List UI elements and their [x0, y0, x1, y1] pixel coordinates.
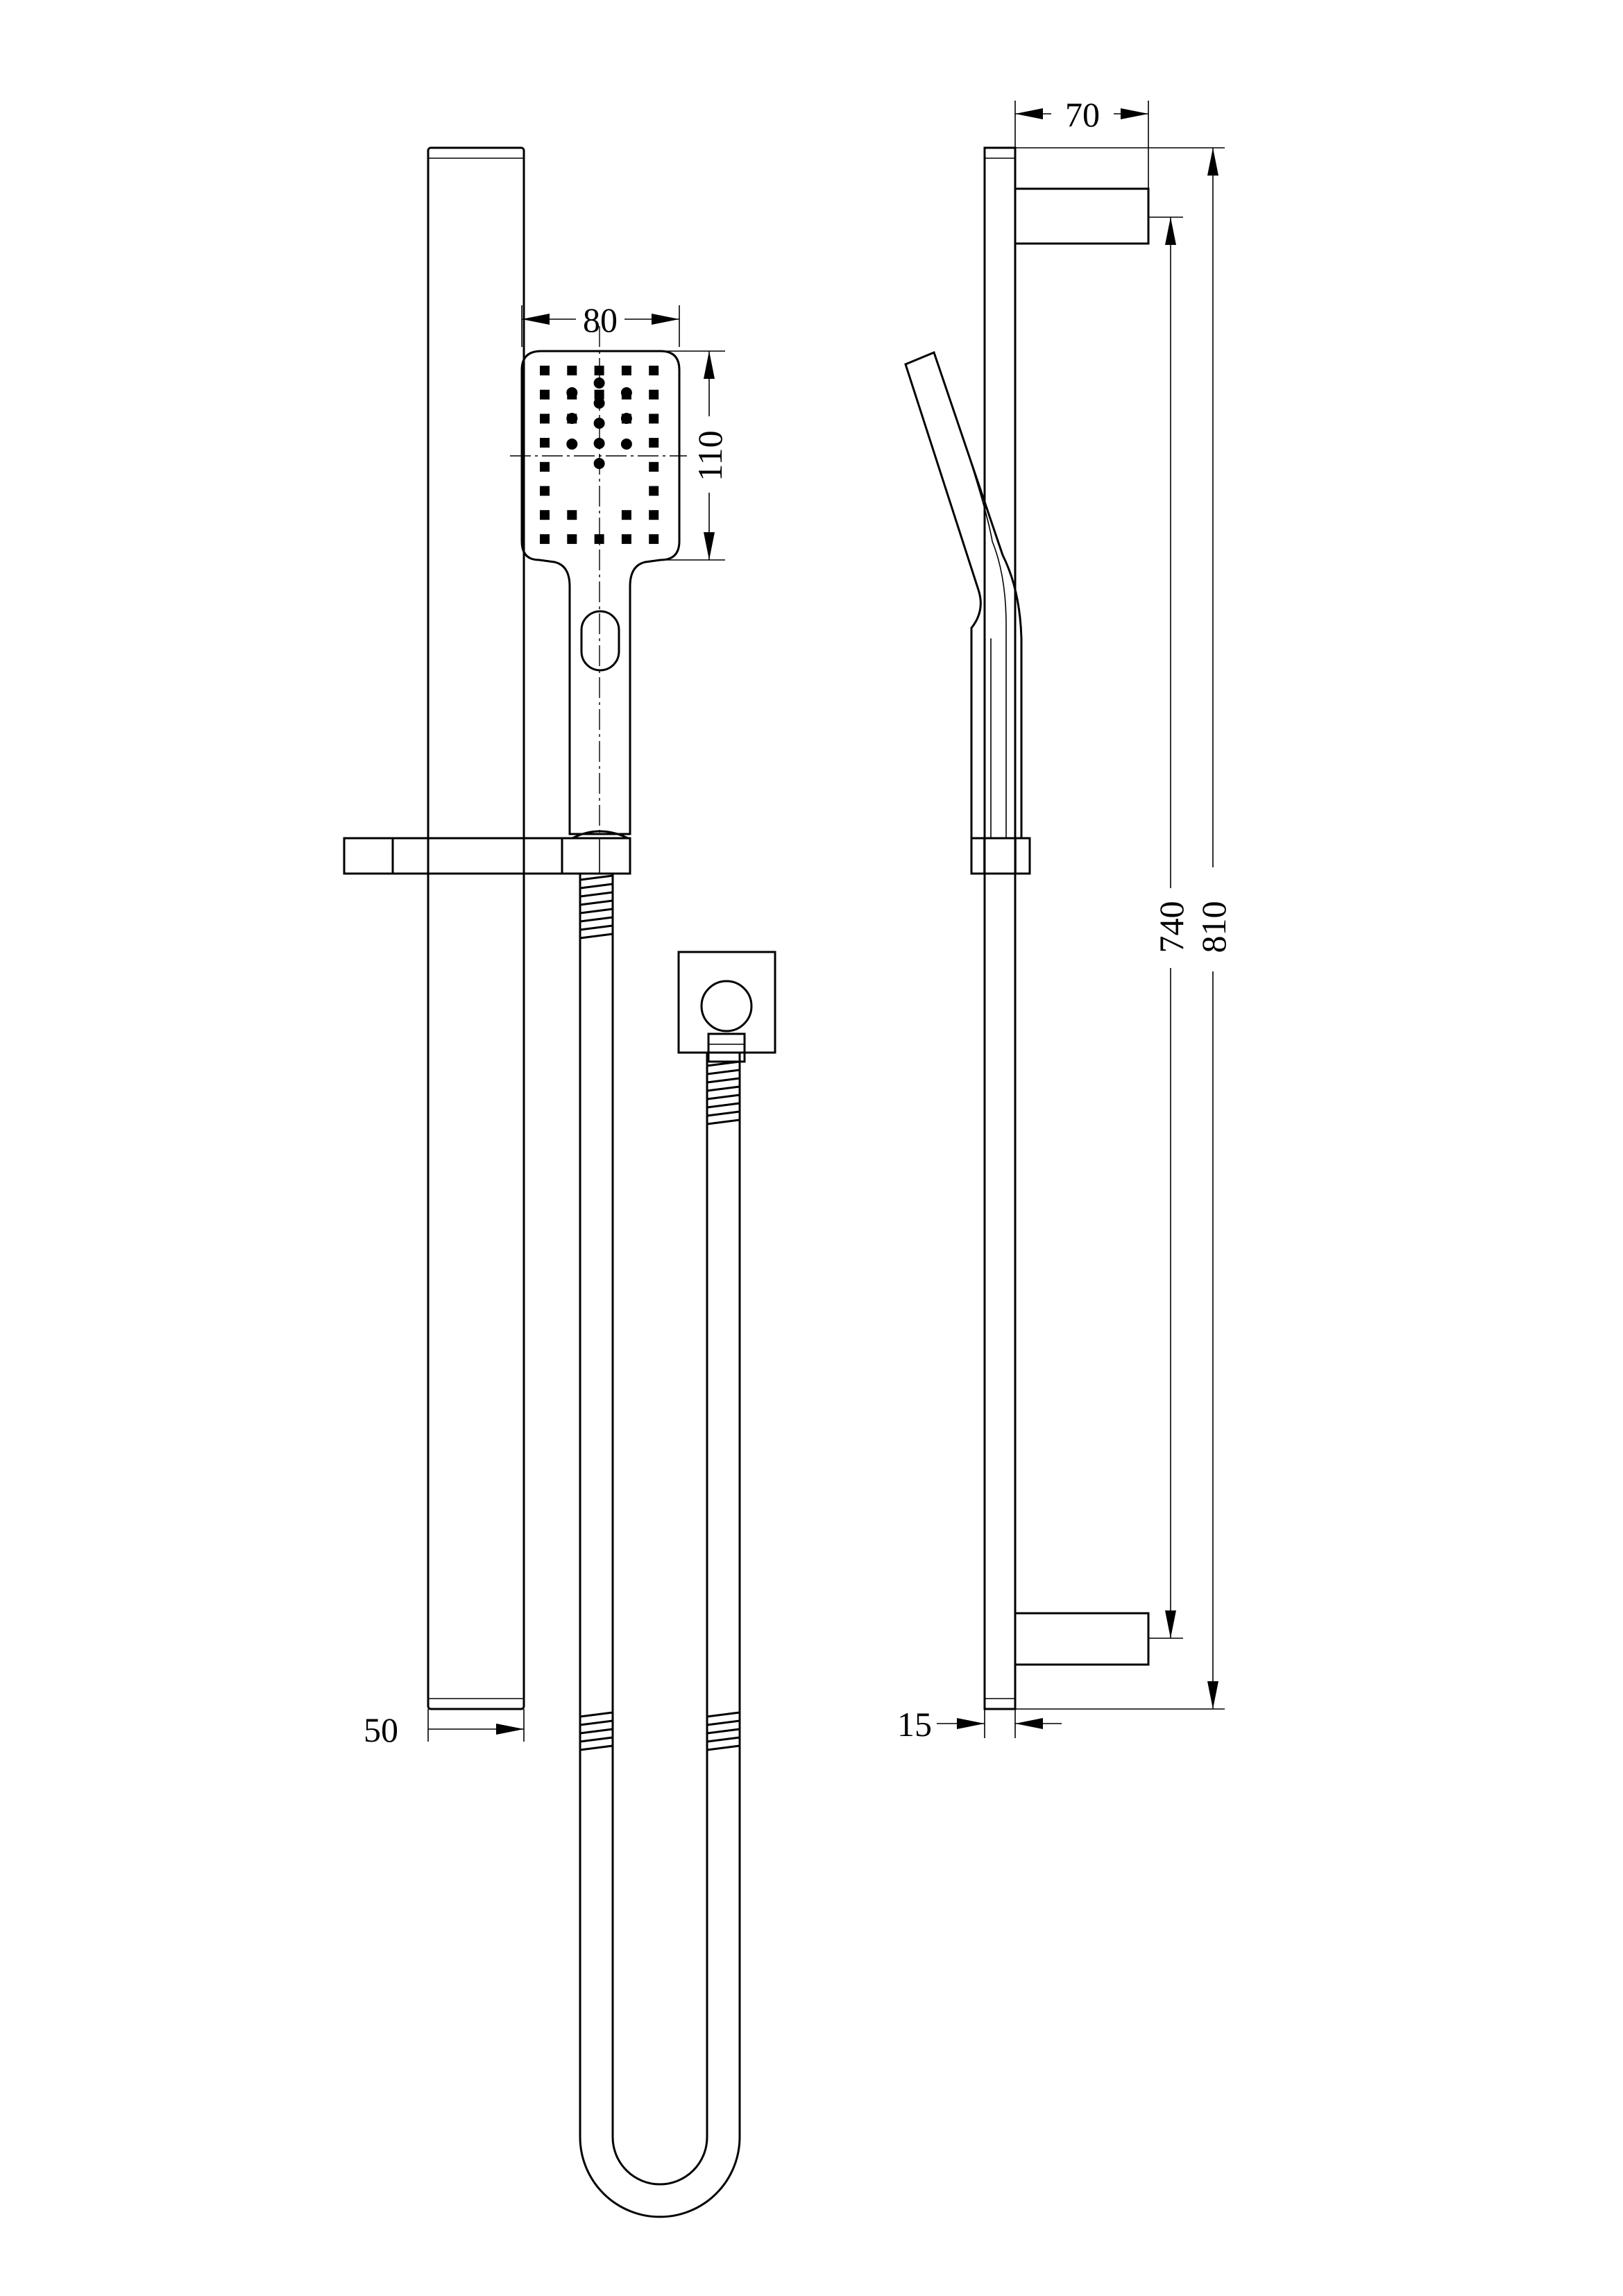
nozzle-round — [566, 387, 578, 398]
nozzle-round — [566, 413, 578, 424]
coil-mark — [579, 908, 613, 915]
shower-hose — [579, 874, 741, 2218]
hand-shower-front — [520, 350, 681, 835]
nozzle-square — [649, 534, 659, 544]
coil-mark — [706, 1736, 740, 1743]
coil-mark — [706, 1728, 740, 1735]
dim-head-height: 110 — [666, 350, 729, 561]
dim-rail-width: 50 — [364, 1709, 525, 1749]
mode-button — [580, 610, 620, 672]
nozzle-round — [593, 377, 605, 389]
coil-mark — [579, 924, 613, 931]
dim-label-70: 70 — [1065, 95, 1100, 134]
nozzle-square — [567, 510, 577, 520]
dim-rail-thickness: 15 — [897, 1705, 1062, 1744]
nozzle-square — [649, 438, 659, 448]
coil-mark — [579, 1728, 613, 1735]
nozzle-round — [593, 398, 605, 409]
side-view: 70 810 740 15 — [897, 95, 1233, 1744]
coil-mark — [706, 1069, 740, 1075]
nozzle-square — [540, 366, 550, 375]
nozzle-square — [649, 510, 659, 520]
dim-label-50: 50 — [364, 1710, 398, 1749]
slide-bracket-side — [970, 837, 1031, 875]
coil-mark — [706, 1719, 740, 1726]
nozzle-round — [593, 438, 605, 449]
nozzle-square — [621, 366, 631, 375]
top-wall-bracket — [1014, 187, 1150, 245]
nozzle-square — [540, 389, 550, 400]
hose-coil-marks — [579, 874, 740, 1751]
dim-label-810: 810 — [1194, 901, 1233, 953]
front-view: 80 110 50 — [343, 146, 776, 2218]
coil-mark — [706, 1102, 740, 1109]
coil-mark — [706, 1085, 740, 1092]
nozzle-square — [567, 366, 577, 375]
nozzle-square — [621, 534, 631, 544]
bottom-wall-bracket — [1014, 1612, 1150, 1666]
nozzle-square — [540, 510, 550, 520]
coil-mark — [579, 1736, 613, 1743]
nozzle-square — [649, 461, 659, 472]
dim-overall-length: 810 — [1015, 147, 1233, 1710]
nozzle-round — [566, 439, 578, 450]
nozzle-square — [621, 510, 631, 520]
slide-bracket — [343, 830, 631, 875]
nozzle-square — [649, 366, 659, 375]
nozzle-square — [540, 461, 550, 472]
nozzle-square — [649, 414, 659, 424]
nozzle-square — [540, 486, 550, 496]
nozzle-square — [594, 534, 604, 544]
nozzle-square — [540, 438, 550, 448]
coil-mark — [706, 1110, 740, 1117]
coil-mark — [706, 1744, 740, 1751]
dim-head-width: 80 — [521, 300, 680, 347]
nozzle-square — [567, 534, 577, 544]
dim-bracket-centres: 740 — [1148, 216, 1191, 1639]
nozzle-round — [620, 439, 632, 450]
nozzle-square — [594, 389, 604, 400]
coil-mark — [579, 883, 613, 890]
coil-mark — [706, 1094, 740, 1100]
coil-mark — [579, 933, 613, 939]
coil-mark — [706, 1119, 740, 1125]
nozzle-square — [649, 389, 659, 400]
coil-mark — [579, 1711, 613, 1718]
coil-mark — [579, 874, 613, 881]
nozzle-square — [649, 486, 659, 496]
nozzle-square — [594, 366, 604, 375]
dim-label-110: 110 — [690, 430, 729, 481]
dim-label-80: 80 — [583, 300, 618, 339]
dim-bracket-depth: 70 — [1014, 95, 1149, 189]
coil-mark — [706, 1077, 740, 1084]
nozzle-square — [540, 414, 550, 424]
coil-mark — [579, 891, 613, 898]
wall-outlet — [677, 951, 776, 1063]
nozzle-round — [620, 387, 632, 398]
nozzle-round — [593, 418, 605, 429]
nozzle-round — [593, 458, 605, 469]
nozzle-round — [620, 413, 632, 424]
spray-nozzles — [540, 366, 659, 544]
coil-mark — [579, 899, 613, 906]
dim-label-15: 15 — [897, 1705, 932, 1744]
coil-mark — [579, 1744, 613, 1751]
rail-side — [983, 146, 1017, 1710]
coil-mark — [706, 1711, 740, 1718]
dim-label-740: 740 — [1152, 901, 1191, 953]
rail-front — [427, 146, 525, 1710]
nozzle-square — [540, 534, 550, 544]
hand-shower-side — [904, 351, 1023, 840]
coil-mark — [579, 1719, 613, 1726]
coil-mark — [579, 916, 613, 923]
